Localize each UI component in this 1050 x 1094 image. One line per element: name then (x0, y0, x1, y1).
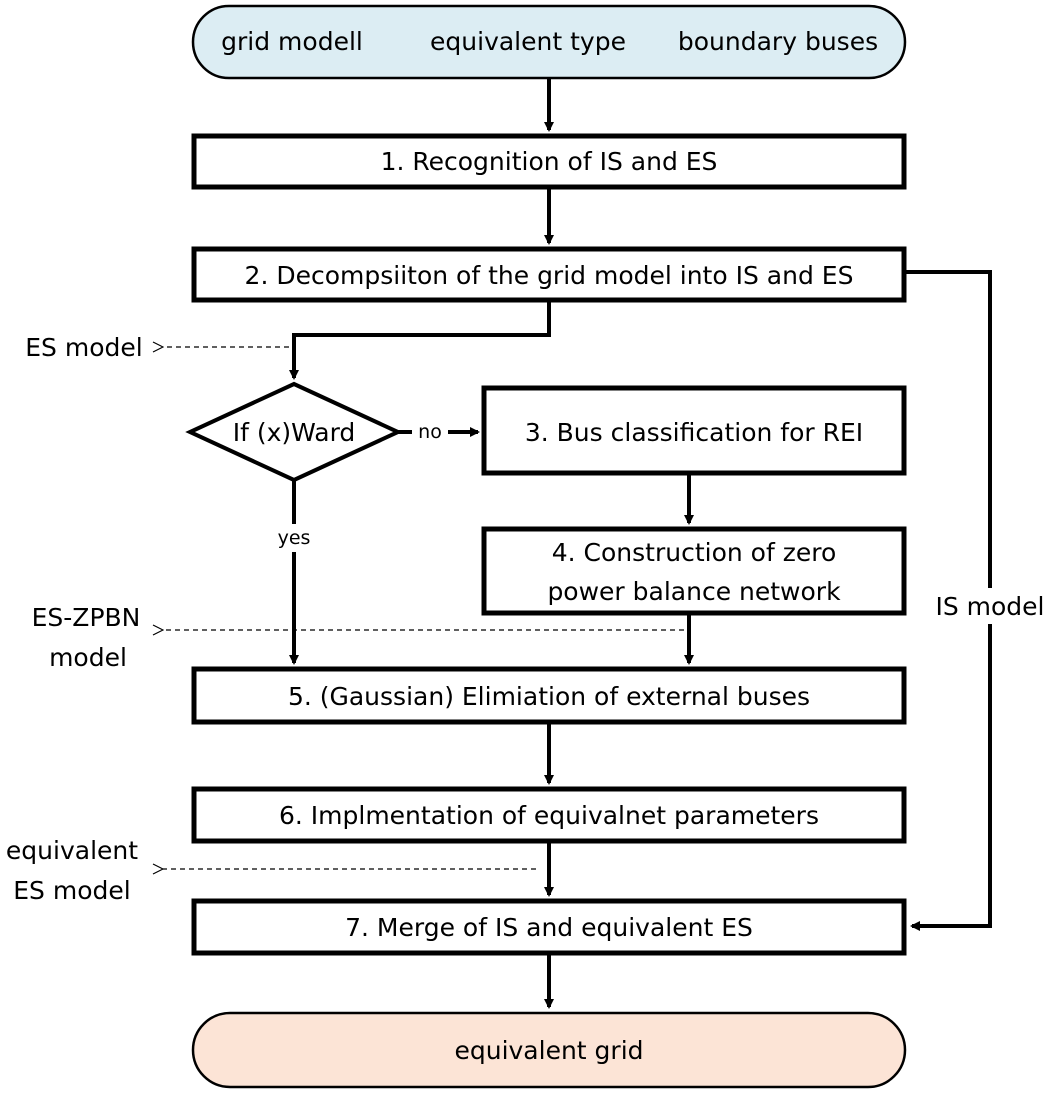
step-7-box (191, 898, 907, 956)
decision-yes-label: yes (278, 527, 311, 549)
no-label-background (412, 420, 448, 444)
decision-label: If (x)Ward (233, 418, 356, 447)
is-model-label-background (930, 588, 1045, 624)
step-3-label: 3. Bus classification for REI (525, 418, 863, 447)
step-4-label-line1: 4. Construction of zero (552, 538, 837, 567)
output-terminator (191, 1011, 907, 1089)
step-5-label: 5. (Gaussian) Elimiation of external bus… (288, 682, 810, 711)
es-zpbn-label-line2: model (49, 643, 127, 672)
step-4-box (481, 526, 907, 616)
step-1-box (191, 133, 907, 190)
es-zpbn-label-line1: ES-ZPBN (32, 603, 141, 632)
output-label: equivalent grid (454, 1036, 643, 1065)
step-5-box (191, 666, 907, 725)
step-4-label-line2: power balance network (547, 577, 841, 606)
input-boundary-buses: boundary buses (678, 27, 878, 56)
step-3-box (481, 385, 907, 476)
es-model-label: ES model (25, 333, 142, 362)
step-2-label: 2. Decompsiiton of the grid model into I… (245, 261, 854, 290)
input-grid-model: grid modell (221, 27, 363, 56)
step-6-label: 6. Implmentation of equivalnet parameter… (279, 801, 819, 830)
input-equivalent-type: equivalent type (430, 27, 626, 56)
step-7-label: 7. Merge of IS and equivalent ES (345, 913, 753, 942)
equivalent-es-label-line2: ES model (13, 876, 130, 905)
decision-no-label: no (418, 421, 442, 443)
arrow-step2-to-decision (289, 302, 551, 380)
step-6-box (191, 786, 907, 844)
step-2-box (191, 246, 907, 303)
yes-label-background (274, 524, 314, 552)
equivalent-es-label-line1: equivalent (6, 836, 138, 865)
is-model-label: IS model (935, 592, 1044, 621)
step-1-label: 1. Recognition of IS and ES (381, 147, 718, 176)
